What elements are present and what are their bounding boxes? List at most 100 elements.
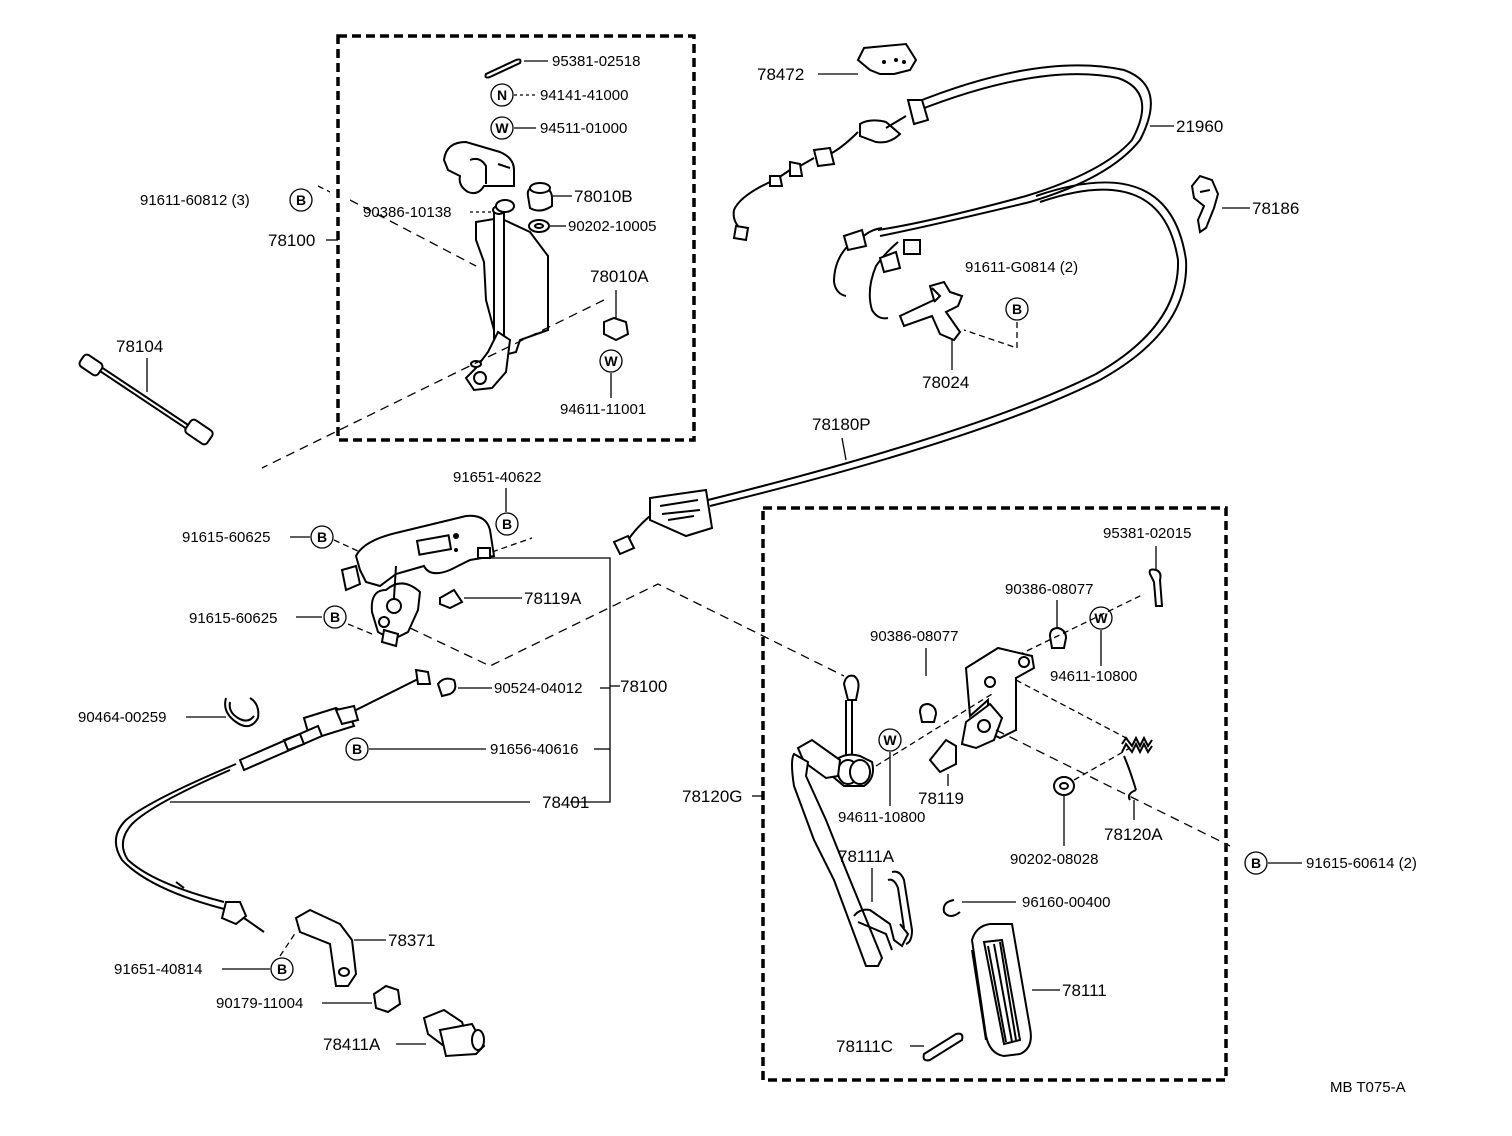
cushion-icon (495, 199, 515, 213)
svg-text:B: B (1012, 301, 1022, 317)
label-90386-08077-right: 90386-08077 (1005, 581, 1093, 598)
spring-78120a-icon (1121, 735, 1153, 801)
washer-symbol-icon: W (878, 728, 902, 752)
label-90202-10005: 90202-10005 (568, 218, 656, 235)
clip-78186-icon (1190, 174, 1220, 234)
label-91611-G0814: 91611-G0814 (2) (965, 259, 1078, 276)
label-78111C: 78111C (836, 1037, 893, 1056)
pedal-arm-78120g-icon (791, 674, 884, 967)
label-91615-60625-upper: 91615-60625 (182, 529, 270, 546)
cotter-pin-icon (484, 58, 522, 79)
label-78472: 78472 (757, 65, 804, 84)
svg-text:W: W (883, 732, 897, 748)
label-78100-middle: 78100 (620, 677, 667, 696)
washer-symbol-icon: W (490, 116, 514, 140)
svg-text:N: N (497, 87, 507, 103)
nut-symbol-icon: N (490, 83, 514, 107)
label-91651-40814: 91651-40814 (114, 961, 202, 978)
clip-96160-00400-icon (942, 899, 961, 917)
diagram-code: MB T075-A (1330, 1079, 1406, 1096)
stopper-78411a-icon (422, 1008, 486, 1058)
label-78180P: 78180P (812, 415, 871, 434)
pin-78111c-icon (922, 1032, 964, 1062)
bolt-symbol-icon: B (270, 957, 294, 981)
bolt-symbol-icon: B (289, 188, 313, 212)
washer-symbol-icon: W (599, 349, 623, 373)
label-90524-04012: 90524-04012 (494, 680, 582, 697)
cotter-pin-icon (1148, 568, 1164, 607)
label-78010A: 78010A (590, 267, 649, 286)
label-94611-10800-right: 94611-10800 (1050, 668, 1137, 685)
label-90386-10138: 90386-10138 (363, 204, 451, 221)
label-78401: 78401 (542, 793, 589, 812)
upper-assembly-box (336, 34, 696, 442)
accelerator-cable-78180p-icon (612, 181, 1188, 556)
pedal-bracket-icon (960, 646, 1036, 750)
label-94611-10800-left: 94611-10800 (838, 809, 925, 826)
svg-text:B: B (330, 609, 340, 625)
label-94511-01000: 94511-01000 (540, 120, 627, 137)
bolt-symbol-icon: B (345, 737, 369, 761)
bolt-symbol-icon: B (1005, 297, 1029, 321)
label-78411A: 78411A (323, 1035, 381, 1054)
cable-bracket-78024-icon (898, 280, 964, 342)
label-91611-60812: 91611-60812 (3) (140, 192, 250, 209)
pedal-spring-78111a-icon (853, 870, 914, 951)
label-90179-11004: 90179-11004 (216, 995, 303, 1012)
bolt-symbol-icon: B (310, 525, 334, 549)
svg-text:B: B (296, 192, 306, 208)
label-90202-08028: 90202-08028 (1010, 851, 1098, 868)
cushion-78119-icon (928, 738, 957, 774)
label-78010B: 78010B (574, 187, 633, 206)
label-78111A: 78111A (838, 847, 895, 866)
svg-text:B: B (352, 741, 362, 757)
nut-90179-11004-icon (372, 984, 402, 1014)
cushion-icon (918, 702, 938, 723)
washer-90202-08028-icon (1053, 776, 1075, 796)
label-78371: 78371 (388, 931, 435, 950)
label-96160-00400: 96160-00400 (1022, 894, 1110, 911)
pedal-assembly-box (761, 506, 1228, 1082)
bolt-symbol-icon: B (1244, 851, 1268, 875)
label-91656-40616: 91656-40616 (490, 741, 578, 758)
label-78186: 78186 (1252, 199, 1299, 218)
label-78111: 78111 (1062, 981, 1107, 1000)
label-21960: 21960 (1176, 117, 1223, 136)
label-78120A: 78120A (1104, 825, 1163, 844)
nut-78010a-icon (603, 316, 630, 342)
label-78024: 78024 (922, 373, 969, 392)
bolt-symbol-icon: B (495, 512, 519, 536)
accelerator-cable-78401-icon (115, 668, 432, 933)
label-94611-11001: 94611-11001 (560, 401, 646, 418)
label-91615-60614: 91615-60614 (2) (1306, 855, 1417, 872)
label-90464-00259: 90464-00259 (78, 709, 166, 726)
clip-90524-04012-icon (436, 677, 457, 698)
label-78100-upper: 78100 (268, 231, 315, 250)
throttle-link-assembly-icon (340, 514, 496, 648)
svg-text:B: B (1251, 855, 1261, 871)
label-95381-02015: 95381-02015 (1103, 525, 1191, 542)
cushion-icon (1048, 626, 1068, 649)
washer-symbol-icon: W (1089, 606, 1113, 630)
label-90386-08077-left: 90386-08077 (870, 628, 958, 645)
label-78119A: 78119A (524, 589, 582, 608)
svg-text:B: B (317, 529, 327, 545)
svg-text:W: W (495, 120, 509, 136)
bolt-symbol-icon: B (323, 605, 347, 629)
svg-text:B: B (277, 961, 287, 977)
svg-text:B: B (502, 516, 512, 532)
label-78119: 78119 (918, 789, 964, 808)
bushing-78010b-icon (526, 182, 553, 212)
label-91651-40622: 91651-40622 (453, 469, 541, 486)
label-78104: 78104 (116, 337, 163, 356)
label-94141-41000: 94141-41000 (540, 87, 628, 104)
accelerator-cable-21960-icon (732, 64, 1152, 320)
clamp-90464-00259-icon (224, 697, 260, 728)
washer-90202-10005-icon (528, 219, 550, 233)
label-91615-60625-lower: 91615-60625 (189, 610, 277, 627)
cable-clamp-78472-icon (856, 42, 918, 75)
svg-text:W: W (604, 353, 618, 369)
svg-text:W: W (1094, 610, 1108, 626)
label-95381-02518: 95381-02518 (552, 53, 640, 70)
